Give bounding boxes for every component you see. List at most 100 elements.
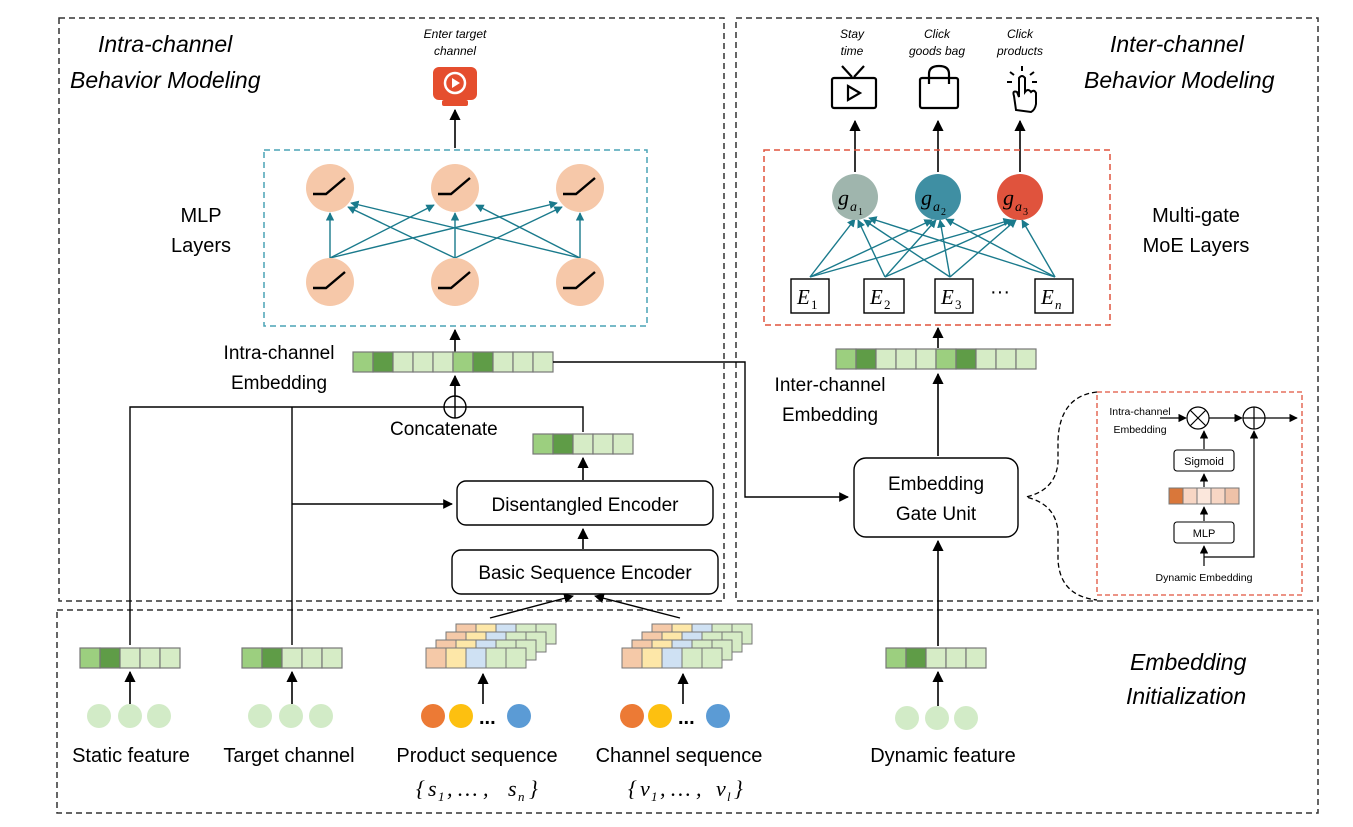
- svg-text:, … ,: , … ,: [660, 776, 702, 801]
- channel-sequence-dots: ...: [620, 704, 730, 729]
- detail-dynamic-label: Dynamic Embedding: [1156, 572, 1253, 584]
- experts-ellipsis: ···: [990, 281, 1010, 303]
- neuron: [306, 258, 354, 306]
- svg-text:s: s: [508, 776, 517, 801]
- static-feature-embedding: [79, 647, 181, 669]
- svg-text:E: E: [940, 285, 954, 309]
- task-label-2b: goods bag: [909, 44, 965, 58]
- neuron: [306, 164, 354, 212]
- detail-intra-label-2: Embedding: [1113, 424, 1166, 436]
- dynamic-feature-dots: [895, 706, 978, 730]
- svg-text:g: g: [921, 185, 932, 210]
- init-title-2: Initialization: [1126, 683, 1246, 709]
- dynamic-feature-embedding: [885, 647, 987, 669]
- svg-text:g: g: [1003, 185, 1014, 210]
- svg-text:E: E: [796, 285, 810, 309]
- concat-symbol: [443, 395, 467, 419]
- shopping-bag-icon: [918, 64, 960, 110]
- target-label-2: channel: [434, 44, 476, 58]
- product-sequence-label: Product sequence: [396, 745, 557, 767]
- svg-text:1: 1: [811, 297, 818, 312]
- target-label-1: Enter target: [424, 27, 487, 41]
- live-channel-icon: [433, 67, 477, 106]
- intra-emb-label-2: Embedding: [231, 373, 327, 394]
- static-feature-label: Static feature: [72, 745, 190, 767]
- sigmoid-label: Sigmoid: [1184, 456, 1224, 468]
- svg-text:a: a: [933, 200, 940, 215]
- svg-text:1: 1: [858, 207, 863, 218]
- svg-text:n: n: [518, 789, 525, 804]
- basic-encoder-box: [451, 549, 719, 595]
- svg-text:l: l: [727, 789, 731, 804]
- disentangled-encoder-box: [456, 480, 714, 526]
- svg-text:E: E: [1040, 285, 1054, 309]
- click-hand-icon: [1007, 66, 1037, 114]
- static-feature-dots: [87, 704, 171, 728]
- gate-node-2: g a 2: [915, 174, 961, 220]
- inter-title-1: Inter-channel: [1110, 31, 1245, 57]
- moe-layers-box: [763, 149, 1111, 326]
- mlp-label-1: MLP: [180, 205, 221, 227]
- dynamic-feature-label: Dynamic feature: [870, 745, 1016, 767]
- svg-text:a: a: [850, 200, 857, 215]
- moe-label-1: Multi-gate: [1152, 205, 1240, 227]
- detail-mlp-box: [1173, 521, 1235, 544]
- target-channel-dots: [248, 704, 333, 728]
- tv-icon: [830, 65, 878, 110]
- svg-text:E: E: [869, 285, 883, 309]
- target-channel-embedding: [241, 647, 343, 669]
- gate-unit-label-1: Embedding: [888, 474, 984, 495]
- svg-text:g: g: [838, 185, 849, 210]
- product-sequence-dots: ...: [421, 704, 531, 729]
- inter-emb-label-1: Inter-channel: [775, 375, 886, 396]
- detail-embedding: [1168, 487, 1240, 505]
- svg-text:n: n: [1055, 297, 1062, 312]
- channel-sequence-label: Channel sequence: [596, 745, 763, 767]
- init-region: [56, 609, 1319, 814]
- neuron: [556, 164, 604, 212]
- task-label-1b: time: [841, 44, 864, 58]
- detail-brace: [1025, 391, 1098, 601]
- embedding-gate-unit-box: [853, 457, 1019, 538]
- expert-box-1: E 1: [790, 278, 830, 314]
- target-channel-label: Target channel: [223, 745, 354, 767]
- svg-text:v: v: [716, 776, 726, 801]
- disentangled-encoder-label: Disentangled Encoder: [492, 495, 680, 516]
- intra-channel-embedding: [352, 351, 554, 373]
- moe-connections: [809, 216, 1056, 278]
- neuron: [431, 164, 479, 212]
- neuron: [556, 258, 604, 306]
- svg-text:}: }: [529, 776, 538, 801]
- mlp-layers-box: [263, 149, 648, 327]
- svg-text:s: s: [428, 776, 437, 801]
- inter-region: [735, 17, 1319, 602]
- mlp-connections: [325, 200, 585, 259]
- svg-text:, … ,: , … ,: [447, 776, 489, 801]
- gate-unit-detail-box: [1096, 391, 1303, 596]
- svg-text:{: {: [416, 776, 425, 801]
- gate-unit-label-2: Gate Unit: [896, 504, 977, 525]
- product-sequence-stack: [425, 623, 557, 669]
- multiply-symbol: [1186, 406, 1210, 430]
- svg-text:}: }: [734, 776, 743, 801]
- svg-text:1: 1: [651, 789, 658, 804]
- detail-intra-label-1: Intra-channel: [1109, 406, 1170, 418]
- expert-box-2: E 2: [863, 278, 905, 314]
- expert-box-n: E n: [1034, 278, 1074, 314]
- svg-text:v: v: [640, 776, 650, 801]
- intra-region: [58, 17, 725, 602]
- task-label-3b: products: [996, 44, 1043, 58]
- svg-text:2: 2: [884, 297, 891, 312]
- svg-text:...: ...: [479, 707, 496, 729]
- gate-node-1: g a 1: [832, 174, 878, 220]
- inter-channel-embedding: [835, 348, 1037, 370]
- intra-title-1: Intra-channel: [98, 31, 233, 57]
- gate-node-3: g a 3: [997, 174, 1043, 220]
- detail-mlp-label: MLP: [1193, 528, 1216, 540]
- disentangled-output-embedding: [532, 433, 634, 455]
- mlp-neurons: [306, 164, 604, 306]
- svg-text:{: {: [628, 776, 637, 801]
- intra-emb-label-1: Intra-channel: [224, 343, 335, 364]
